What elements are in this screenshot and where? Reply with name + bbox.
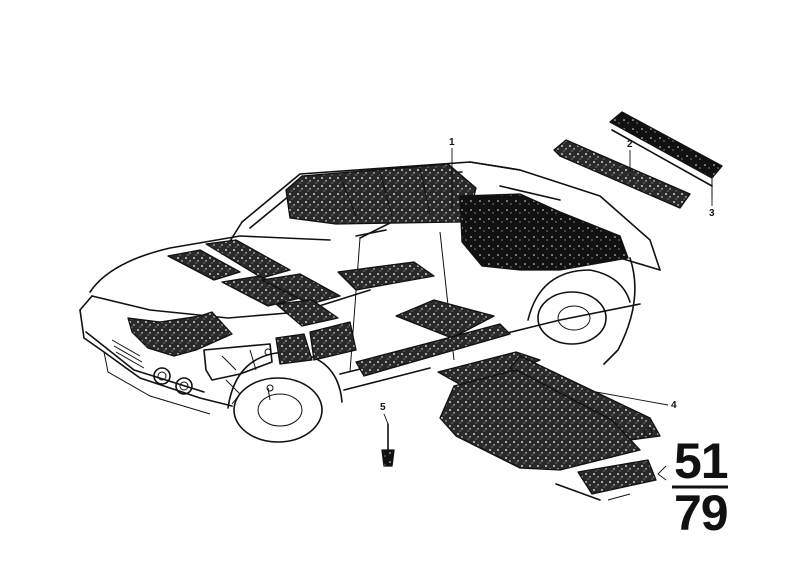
- floor-insulation-assembly-part-4: [437, 351, 661, 501]
- cabin-floor-insulation: [275, 261, 511, 377]
- callout-5: 5: [380, 402, 386, 413]
- fastener-clip-part-5: [381, 423, 395, 467]
- car-body-outline: [79, 161, 661, 443]
- group-number-top: 51: [674, 433, 728, 489]
- callout-4: 4: [671, 400, 677, 411]
- hood-insulation-strips: [167, 239, 341, 327]
- group-number: 51 79: [672, 433, 729, 541]
- group-number-bottom: 79: [674, 485, 728, 541]
- callout-1: 1: [449, 137, 455, 148]
- engine-bay-insulation: [127, 311, 274, 405]
- callout-2: 2: [627, 139, 633, 150]
- roof-insulation-part-1: [285, 163, 629, 271]
- callout-3: 3: [709, 208, 715, 219]
- rear-shelf-insulation-part-2: [553, 139, 691, 209]
- rear-panel-part-3: [609, 111, 723, 198]
- leader-lines: [383, 148, 713, 481]
